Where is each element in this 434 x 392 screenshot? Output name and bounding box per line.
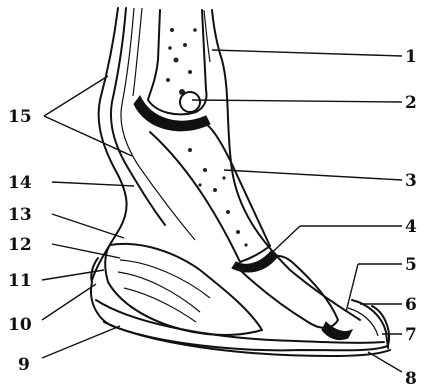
label-10: 10 [8, 315, 32, 335]
leader-lines [42, 50, 402, 372]
toe-wall [352, 300, 388, 348]
leader-8 [368, 352, 402, 372]
label-12: 12 [8, 235, 32, 255]
leader-2 [192, 100, 402, 102]
label-15: 15 [8, 107, 32, 127]
labels: 1 2 3 4 5 6 7 8 9 10 11 12 13 14 15 [8, 47, 417, 389]
label-14: 14 [8, 173, 32, 193]
back-skin-line [212, 10, 360, 320]
leader-10 [42, 284, 96, 320]
label-5: 5 [405, 255, 417, 275]
label-11: 11 [8, 271, 32, 291]
long-pastern-bone [150, 124, 270, 262]
cannon-bone [148, 10, 207, 114]
cannon-bone-texture [166, 28, 197, 95]
leader-5 [346, 264, 358, 312]
label-4: 4 [405, 217, 417, 237]
label-3: 3 [405, 171, 417, 191]
leader-9 [42, 326, 120, 358]
limb-drawing [91, 8, 390, 356]
label-13: 13 [8, 205, 32, 225]
leader-13 [52, 214, 124, 238]
leader-1 [212, 50, 402, 56]
label-8: 8 [405, 369, 417, 389]
label-1: 1 [405, 47, 417, 67]
label-7: 7 [405, 325, 417, 345]
leader-3 [224, 170, 402, 180]
sesamoid-bone [180, 92, 200, 112]
leader-15b [44, 116, 132, 156]
label-2: 2 [405, 93, 417, 113]
hoof-wall [91, 282, 389, 350]
label-9: 9 [18, 355, 30, 375]
label-6: 6 [405, 295, 417, 315]
coffin-bone-tip [322, 322, 352, 340]
front-tendon-line-3 [133, 8, 142, 96]
